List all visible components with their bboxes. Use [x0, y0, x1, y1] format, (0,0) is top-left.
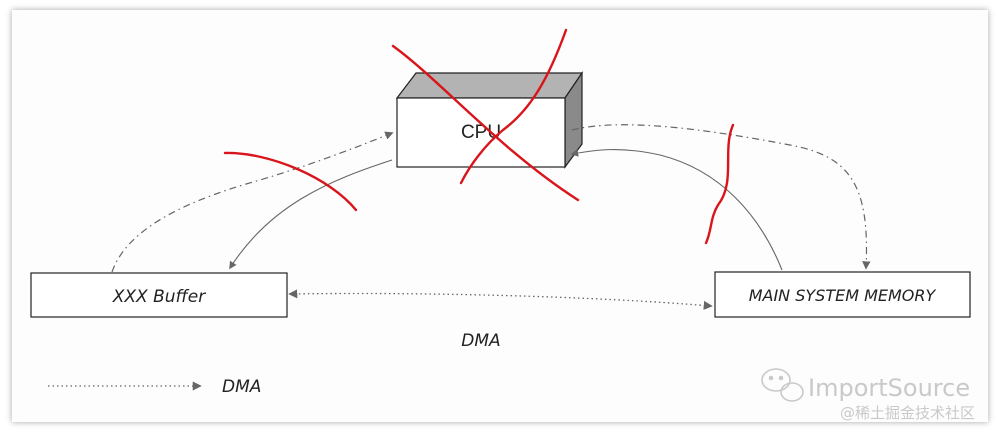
legend: DMA	[48, 377, 261, 397]
buffer-to-cpu-arrow	[111, 131, 394, 273]
memory-to-cpu-arrow	[570, 149, 783, 271]
memory-label: MAIN SYSTEM MEMORY	[749, 286, 937, 305]
cpu-to-buffer-arrow	[229, 159, 393, 270]
watermark: ImportSource @稀土掘金技术社区	[761, 368, 975, 422]
cpu-box: CPU	[395, 71, 584, 169]
cpu-to-memory-arrow	[571, 124, 871, 270]
buffer-box: XXX Buffer	[30, 272, 288, 318]
legend-label: DMA	[222, 377, 261, 397]
dma-label: DMA	[461, 331, 500, 351]
cpu-cross-stroke-1	[391, 44, 580, 202]
buffer-label: XXX Buffer	[112, 287, 207, 307]
right-cross-stroke	[704, 123, 735, 245]
red-cross-marks	[223, 28, 735, 245]
wechat-icon	[761, 368, 804, 402]
watermark-brand: ImportSource	[808, 374, 970, 402]
dma-arrow	[288, 289, 713, 310]
left-cross-stroke	[223, 151, 358, 212]
cpu-cross-stroke-2	[459, 28, 568, 185]
memory-box: MAIN SYSTEM MEMORY	[714, 271, 971, 318]
watermark-sub: @稀土掘金技术社区	[840, 404, 975, 422]
cpu-label: CPU	[461, 122, 501, 143]
